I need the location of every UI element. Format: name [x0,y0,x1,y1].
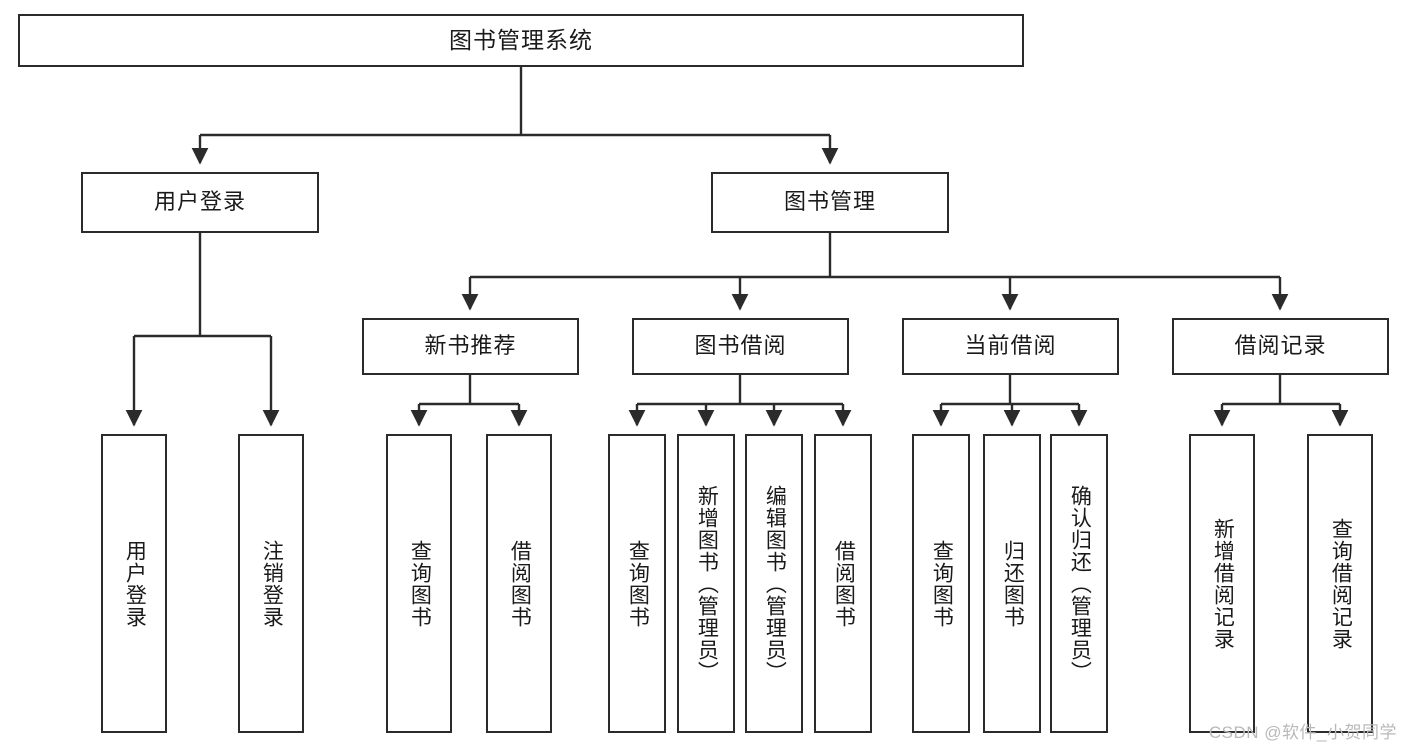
leaf-current-query-book[interactable]: 查询图书 [912,434,970,733]
node-label: 查询借阅记录 [1329,517,1353,650]
node-label: 借阅记录 [1234,333,1327,359]
node-label: 用户登录 [123,539,147,628]
node-label: 确认归还（管理员） [1068,484,1092,683]
leaf-borrow-add-book-admin[interactable]: 新增图书（管理员） [677,434,735,733]
leaf-user-logout[interactable]: 注销登录 [238,434,304,733]
leaf-current-confirm-return-admin[interactable]: 确认归还（管理员） [1050,434,1108,733]
leaf-borrow-edit-book-admin[interactable]: 编辑图书（管理员） [745,434,803,733]
node-label: 图书借阅 [694,333,787,359]
leaf-user-login[interactable]: 用户登录 [101,434,167,733]
node-book-management-system[interactable]: 图书管理系统 [18,14,1024,67]
node-label: 查询图书 [626,539,650,628]
node-new-book-recommend[interactable]: 新书推荐 [362,318,579,375]
node-label: 图书管理系统 [449,26,593,53]
node-label: 归还图书 [1001,539,1025,628]
node-label: 查询图书 [930,539,954,628]
node-current-borrow[interactable]: 当前借阅 [902,318,1119,375]
watermark: CSDN @软件_小贺同学 [1208,723,1397,742]
node-label: 用户登录 [153,189,246,215]
leaf-record-query-borrow-record[interactable]: 查询借阅记录 [1307,434,1373,733]
node-label: 新增借阅记录 [1211,517,1235,650]
node-label: 编辑图书（管理员） [763,484,787,683]
node-label: 新增图书（管理员） [695,484,719,683]
leaf-current-return-book[interactable]: 归还图书 [983,434,1041,733]
leaf-recommend-query-book[interactable]: 查询图书 [386,434,452,733]
node-borrow-record[interactable]: 借阅记录 [1172,318,1389,375]
leaf-recommend-borrow-book[interactable]: 借阅图书 [486,434,552,733]
leaf-borrow-query-book[interactable]: 查询图书 [608,434,666,733]
node-label: 查询图书 [408,539,432,628]
node-book-borrow[interactable]: 图书借阅 [632,318,849,375]
node-label: 注销登录 [260,539,284,628]
node-label: 借阅图书 [508,539,532,628]
node-label: 借阅图书 [832,539,856,628]
leaf-record-add-borrow-record[interactable]: 新增借阅记录 [1189,434,1255,733]
node-book-manage[interactable]: 图书管理 [711,172,949,233]
node-label: 图书管理 [783,189,876,215]
node-label: 新书推荐 [424,333,517,359]
leaf-borrow-do-borrow-book[interactable]: 借阅图书 [814,434,872,733]
node-label: 当前借阅 [964,333,1057,359]
node-user-login[interactable]: 用户登录 [81,172,319,233]
